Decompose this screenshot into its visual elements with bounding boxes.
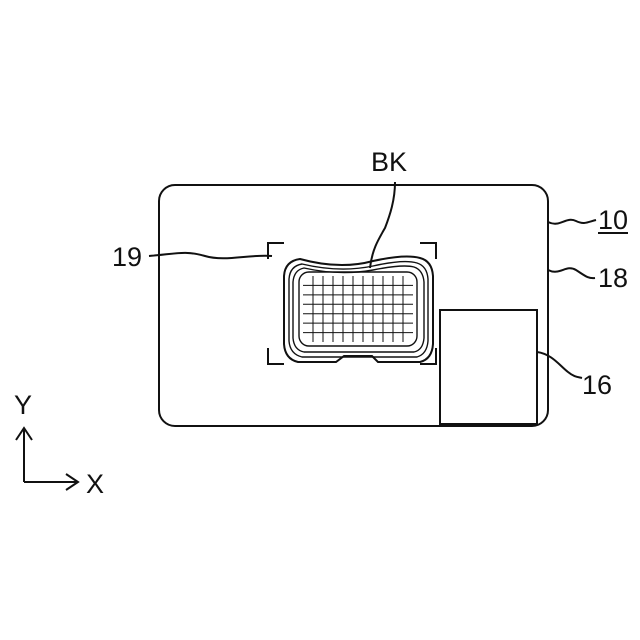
axis-y-label: Y <box>14 390 32 420</box>
sub-window-16 <box>440 310 537 424</box>
leader-16 <box>537 352 582 378</box>
basket-inner-rim-1 <box>289 262 428 357</box>
leader-18 <box>548 268 595 278</box>
axis-x-label: X <box>86 469 104 499</box>
axis-y-arrow <box>16 428 32 482</box>
label-10: 10 <box>598 205 628 235</box>
basket-mesh-grid <box>303 276 413 342</box>
axis-x-arrow <box>24 474 78 490</box>
label-16: 16 <box>582 370 612 400</box>
leader-bk <box>370 182 395 268</box>
label-18: 18 <box>598 263 628 293</box>
leader-10 <box>548 220 596 224</box>
basket-mesh-border <box>299 272 417 346</box>
label-19: 19 <box>112 242 142 272</box>
leader-19 <box>149 253 272 258</box>
label-bk: BK <box>371 147 407 177</box>
basket-object-bk <box>284 257 433 362</box>
axis-indicator: Y X <box>14 390 104 499</box>
